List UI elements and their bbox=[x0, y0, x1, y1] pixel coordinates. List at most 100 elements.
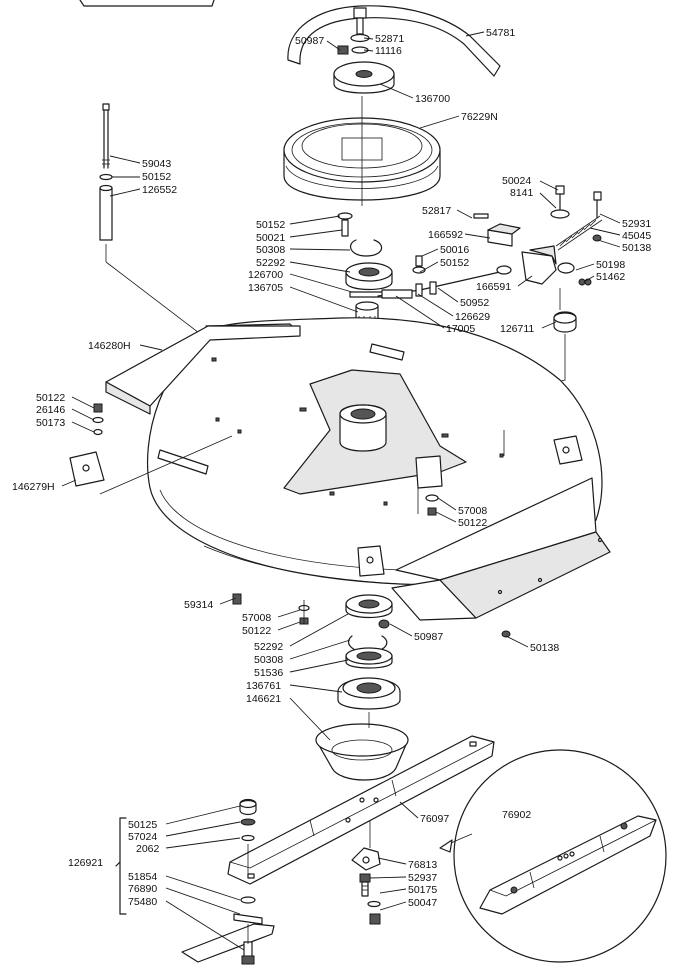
part-label-52871: 52871 bbox=[375, 33, 404, 45]
part-label-45045: 45045 bbox=[622, 230, 651, 242]
part-label-8141: 8141 bbox=[510, 187, 534, 199]
leader-166591 bbox=[517, 275, 533, 287]
leader-126700 bbox=[289, 273, 353, 293]
part-label-51854: 51854 bbox=[128, 871, 157, 883]
part-labels: 5478152871509871111613670076229N59043501… bbox=[12, 27, 651, 909]
part-label-75480: 75480 bbox=[128, 896, 157, 908]
part-label-52292-low: 52292 bbox=[254, 641, 283, 653]
part-label-136700: 136700 bbox=[415, 93, 450, 105]
kit-bracket bbox=[115, 817, 127, 915]
leader-11116 bbox=[363, 49, 374, 52]
blade-hardware-left bbox=[181, 798, 275, 965]
part-label-136761: 136761 bbox=[246, 680, 281, 692]
part-label-50047: 50047 bbox=[408, 897, 437, 909]
part-label-50138-top: 50138 bbox=[622, 242, 651, 254]
part-label-76890: 76890 bbox=[128, 883, 157, 895]
part-label-52937: 52937 bbox=[408, 872, 437, 884]
leader-76229N bbox=[419, 115, 460, 129]
lower-stack bbox=[232, 593, 511, 781]
leader-136761 bbox=[289, 684, 343, 693]
part-label-126711: 126711 bbox=[500, 323, 534, 335]
leader-50138-low bbox=[505, 635, 529, 648]
callout-leaders bbox=[61, 31, 621, 951]
part-label-146280H: 146280H bbox=[88, 340, 131, 352]
leader-126629 bbox=[417, 293, 454, 317]
left-hardware bbox=[69, 403, 105, 487]
blade-hardware-right bbox=[351, 820, 381, 925]
part-label-57008-low: 57008 bbox=[242, 612, 271, 624]
part-label-50016: 50016 bbox=[440, 244, 469, 256]
part-label-52817: 52817 bbox=[422, 205, 451, 217]
corner-frame bbox=[79, 0, 215, 7]
part-label-146621: 146621 bbox=[246, 693, 281, 705]
leader-146621 bbox=[289, 697, 331, 741]
part-label-50198: 50198 bbox=[596, 259, 625, 271]
pulley-hub bbox=[333, 61, 395, 94]
leader-52937 bbox=[369, 876, 407, 879]
leader-52871 bbox=[363, 37, 374, 40]
part-label-50987-top: 50987 bbox=[295, 35, 324, 47]
part-label-126700: 126700 bbox=[248, 269, 283, 281]
leader-59043 bbox=[109, 155, 141, 164]
leader-50024 bbox=[539, 180, 559, 191]
part-label-50024: 50024 bbox=[502, 175, 531, 187]
drive-belt bbox=[287, 5, 501, 77]
part-label-50125: 50125 bbox=[128, 819, 157, 831]
part-label-59314: 59314 bbox=[184, 599, 213, 611]
part-label-50175: 50175 bbox=[408, 884, 437, 896]
leader-75480 bbox=[165, 900, 245, 951]
part-label-59043: 59043 bbox=[142, 158, 171, 170]
part-label-2062: 2062 bbox=[136, 843, 160, 855]
leader-50138-top bbox=[597, 239, 621, 248]
inset-alternate-blade bbox=[439, 749, 667, 963]
leader-126552 bbox=[109, 188, 141, 197]
part-label-146279H: 146279H bbox=[12, 481, 55, 493]
leader-54781 bbox=[465, 31, 485, 37]
leader-50308-low bbox=[289, 639, 351, 660]
leader-50122-right bbox=[435, 511, 457, 523]
part-label-50122-low: 50122 bbox=[242, 625, 271, 637]
leader-50152-right bbox=[419, 261, 439, 273]
part-label-54781: 54781 bbox=[486, 27, 515, 39]
leader-76097 bbox=[399, 801, 419, 819]
leader-50175 bbox=[379, 888, 407, 894]
leader-8141 bbox=[539, 192, 557, 209]
leader-146279H bbox=[61, 479, 77, 487]
leader-146280H bbox=[139, 344, 163, 351]
leader-57024 bbox=[165, 821, 241, 837]
leader-126711 bbox=[541, 321, 557, 329]
leader-50987-low bbox=[389, 623, 413, 637]
part-label-166592: 166592 bbox=[428, 229, 463, 241]
pulley bbox=[283, 96, 441, 206]
part-label-50021: 50021 bbox=[256, 232, 285, 244]
part-label-76813: 76813 bbox=[408, 859, 437, 871]
leader-52292-top bbox=[289, 261, 351, 273]
leader-50198 bbox=[575, 263, 595, 271]
part-label-51462: 51462 bbox=[596, 271, 625, 283]
leader-2062 bbox=[165, 837, 241, 849]
part-label-126629: 126629 bbox=[455, 311, 490, 323]
part-label-51536: 51536 bbox=[254, 667, 283, 679]
tension-linkage bbox=[377, 185, 603, 440]
part-label-76902: 76902 bbox=[502, 809, 531, 821]
leader-50152-mid bbox=[289, 215, 341, 225]
leader-51854 bbox=[165, 875, 241, 901]
leader-166592 bbox=[464, 233, 491, 239]
part-label-50173: 50173 bbox=[36, 417, 65, 429]
leader-50173 bbox=[71, 421, 95, 433]
part-label-50152-right: 50152 bbox=[440, 257, 469, 269]
leader-57008-low bbox=[277, 609, 301, 618]
leader-52931 bbox=[599, 213, 621, 224]
part-label-57024: 57024 bbox=[128, 831, 157, 843]
leader-50047 bbox=[379, 901, 407, 911]
part-label-57008-right: 57008 bbox=[458, 505, 487, 517]
top-bolt bbox=[337, 7, 370, 55]
part-label-26146: 26146 bbox=[36, 404, 65, 416]
leader-76890 bbox=[165, 887, 241, 915]
part-label-166591: 166591 bbox=[476, 281, 511, 293]
leader-50987-top bbox=[326, 40, 341, 51]
blade-76097 bbox=[227, 735, 495, 885]
part-label-50952: 50952 bbox=[460, 297, 489, 309]
part-label-50987-low: 50987 bbox=[414, 631, 443, 643]
